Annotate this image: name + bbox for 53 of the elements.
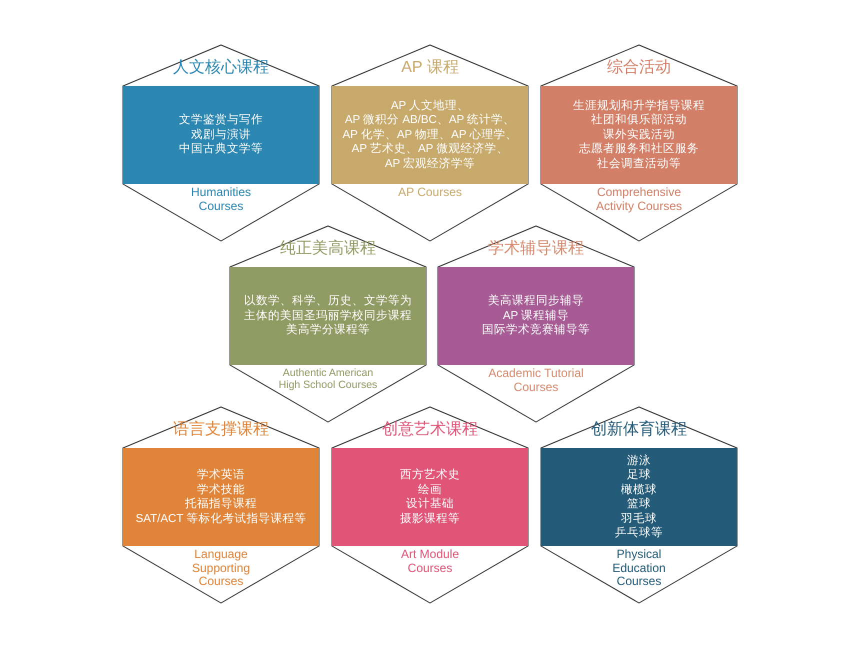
hexagon-card (122, 406, 320, 604)
course-item: SAT/ACT 等标化考试指导课程等 (136, 512, 306, 526)
course-item: 国际学术竞赛辅导等 (482, 323, 590, 338)
course-item: 社团和俱乐部活动 (591, 113, 687, 128)
course-item: 乒乓球等 (615, 526, 663, 540)
course-item: 美高课程同步辅导 (488, 294, 584, 309)
english-subtitle: AP Courses (398, 186, 462, 200)
course-item: 篮球 (627, 497, 651, 512)
english-subtitle: Language Supporting Courses (190, 548, 252, 588)
english-subtitle: Academic Tutorial Courses (487, 367, 585, 394)
course-item: 社会调查活动等 (597, 156, 681, 172)
course-item: 主体的美国圣玛丽学校同步课程 (244, 308, 412, 323)
course-item: 戏剧与演讲 (191, 128, 251, 142)
card-title: 综合活动 (606, 58, 672, 78)
course-item: 摄影课程等 (400, 512, 460, 526)
course-item: AP 宏观经济学等 (384, 156, 476, 172)
course-item: 以数学、科学、历史、文学等为 (244, 294, 412, 309)
course-item: AP 化学、AP 物理、AP 心理学、 (342, 128, 518, 142)
course-item: 设计基础 (406, 497, 454, 512)
course-item: 托福指导课程 (185, 497, 257, 512)
course-item: 中国古典文学等 (179, 142, 263, 157)
course-item: AP 艺术史、AP 微观经济学、 (352, 142, 508, 157)
hexagon-card (331, 406, 529, 604)
course-item: AP 课程辅导 (502, 308, 570, 323)
english-subtitle: Humanities Courses (190, 186, 252, 213)
hexagon-card (540, 44, 738, 242)
card-title: 纯正美高课程 (279, 239, 377, 259)
course-item: 文学鉴赏与写作 (179, 113, 263, 128)
course-item: 美高学分课程等 (286, 323, 370, 338)
course-item: 西方艺术史 (400, 468, 460, 482)
hexagon-card (540, 406, 738, 604)
english-subtitle: Authentic American High School Courses (278, 367, 378, 391)
course-item: 学术英语 (197, 468, 245, 482)
card-title: 创意艺术课程 (381, 420, 479, 440)
card-title: 语言支撑课程 (172, 420, 270, 440)
course-item: 课外实践活动 (603, 128, 675, 142)
course-item: 足球 (627, 468, 651, 482)
english-subtitle: Art Module Courses (400, 548, 460, 575)
english-subtitle: Comprehensive Activity Courses (594, 186, 684, 213)
card-title: 学术辅导课程 (487, 239, 585, 259)
card-title: AP 课程 (400, 58, 460, 78)
course-item: 志愿者服务和社区服务 (579, 142, 699, 157)
course-item: 羽毛球 (621, 512, 657, 526)
course-item: AP 微积分 AB/BC、AP 统计学、 (344, 113, 516, 128)
card-title: 人文核心课程 (172, 58, 270, 78)
course-item: 绘画 (418, 482, 442, 497)
course-item: 学术技能 (197, 482, 245, 497)
course-item: 生涯规划和升学指导课程 (573, 98, 705, 113)
course-item: AP 人文地理、 (390, 98, 470, 114)
english-subtitle: Physical Education Courses (611, 548, 667, 588)
card-title: 创新体育课程 (590, 420, 688, 440)
course-item: 游泳 (627, 454, 651, 468)
course-item: 橄榄球 (621, 482, 657, 497)
